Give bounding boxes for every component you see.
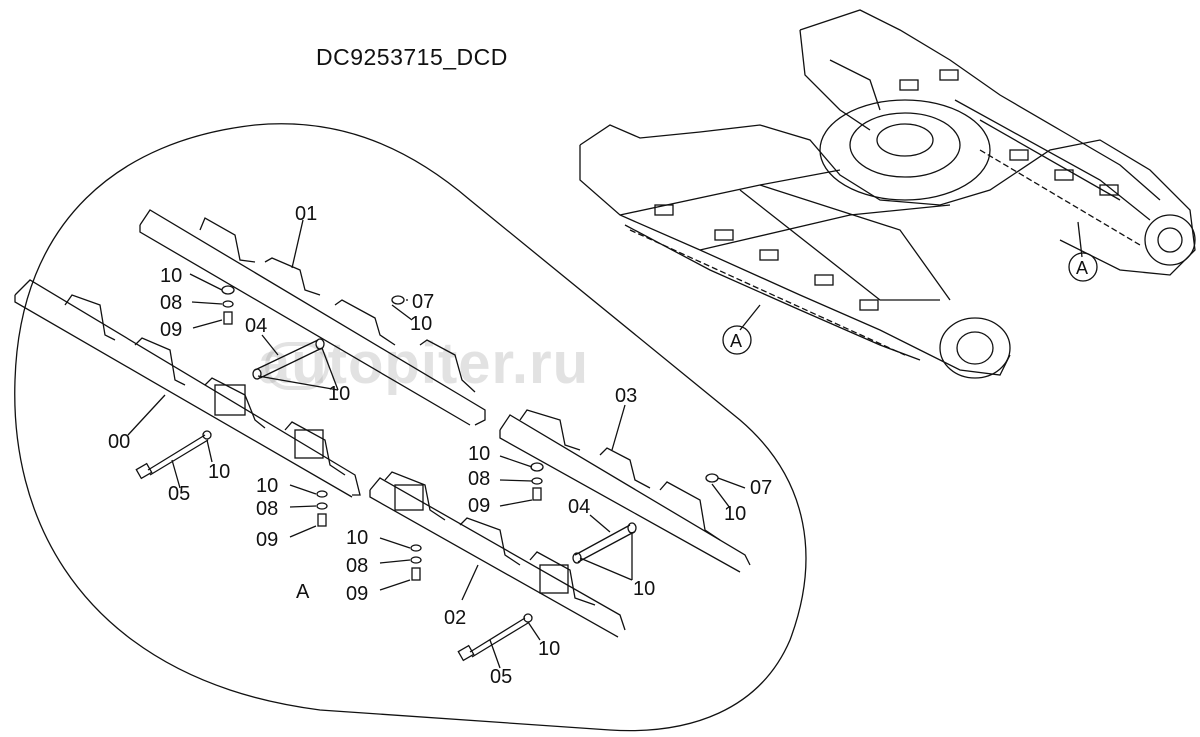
part-05-bolt xyxy=(135,430,212,480)
diagram-title: DC9253715_DCD xyxy=(316,44,508,70)
part-label: 09 xyxy=(160,319,182,341)
part-00-rail xyxy=(14,279,361,498)
view-label-a: A xyxy=(296,581,310,603)
callout-label-a: A xyxy=(730,331,742,351)
part-label: 05 xyxy=(490,666,512,688)
nut xyxy=(705,473,719,483)
callout-circle-a xyxy=(722,325,752,355)
part-label: 09 xyxy=(256,529,278,551)
washer xyxy=(410,544,422,552)
part-label: 10 xyxy=(346,527,368,549)
bolt xyxy=(223,311,233,325)
part-label: 02 xyxy=(444,607,466,629)
part-label: 01 xyxy=(295,203,317,225)
washer xyxy=(222,300,234,308)
track-frame-illustration xyxy=(579,9,1196,379)
part-label: 10 xyxy=(468,443,490,465)
part-label: 10 xyxy=(538,638,560,660)
part-label: 07 xyxy=(750,477,772,499)
bolt xyxy=(532,487,542,501)
part-label: 10 xyxy=(328,383,350,405)
part-label: 10 xyxy=(208,461,230,483)
part-01-rail xyxy=(139,209,486,426)
part-label: 10 xyxy=(724,503,746,525)
part-label: 09 xyxy=(468,495,490,517)
part-label: 08 xyxy=(468,468,490,490)
callout-label-a: A xyxy=(1076,258,1088,278)
callout-leader xyxy=(739,304,761,331)
washer xyxy=(531,477,543,485)
bolt xyxy=(317,513,327,527)
bolt xyxy=(411,567,421,581)
part-label: 10 xyxy=(410,313,432,335)
washer xyxy=(316,502,328,510)
washer xyxy=(221,285,235,295)
part-label: 10 xyxy=(256,475,278,497)
part-label: 04 xyxy=(245,315,267,337)
washer xyxy=(530,462,544,472)
callout-leader xyxy=(1077,221,1083,258)
part-label: 05 xyxy=(168,483,190,505)
part-label: 07 xyxy=(412,291,434,313)
part-label: 04 xyxy=(568,496,590,518)
part-label: 00 xyxy=(108,431,130,453)
part-02-rail xyxy=(369,471,626,638)
part-label: 08 xyxy=(160,292,182,314)
watermark-logo-icon xyxy=(265,342,329,390)
part-label: 10 xyxy=(160,265,182,287)
part-label: 09 xyxy=(346,583,368,605)
nut xyxy=(391,295,405,305)
callout-circle-a xyxy=(1068,252,1098,282)
part-label: 08 xyxy=(256,498,278,520)
part-label: 03 xyxy=(615,385,637,407)
part-label: 10 xyxy=(633,578,655,600)
washer xyxy=(410,556,422,564)
washer xyxy=(316,490,328,498)
part-04-pin xyxy=(252,338,325,380)
part-label: 08 xyxy=(346,555,368,577)
part-03-rail xyxy=(499,409,751,573)
part-04-pin xyxy=(572,522,637,564)
detail-view-outline xyxy=(14,123,807,732)
